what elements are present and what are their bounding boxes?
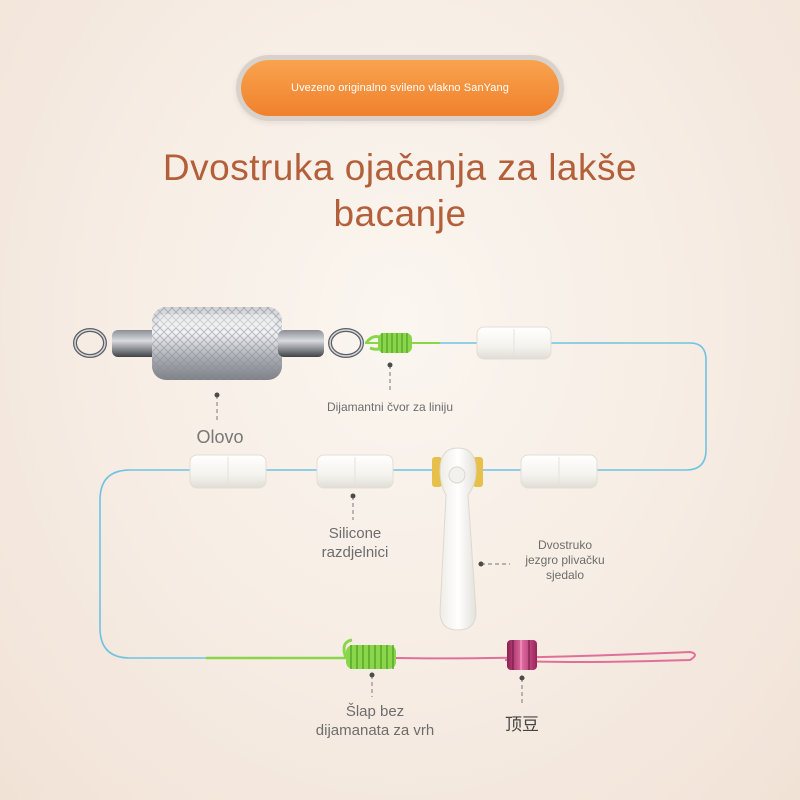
banner-text: Uvezeno originalno svileno vlakno SanYan… xyxy=(241,60,559,116)
top-bead xyxy=(507,640,537,670)
swivel-barrel-left xyxy=(112,330,158,357)
label-line-knot: Dijamantni čvor za liniju xyxy=(326,400,454,414)
label-top-bead: 顶豆 xyxy=(505,715,539,734)
label-tip-knot-line-2: dijamanata za vrh xyxy=(315,722,435,739)
page-title: Dvostruka ojačanja za lakše bacanje xyxy=(100,145,700,237)
label-float-seat-line-2: jezgro plivačku xyxy=(525,553,605,567)
label-float-seat: Dvostruko jezgro plivačku sjedalo xyxy=(515,538,615,583)
label-float-seat-line-1: Dvostruko xyxy=(537,538,593,552)
silicone-separator xyxy=(520,454,598,489)
label-sinker: Olovo xyxy=(196,427,244,447)
silicone-separator xyxy=(476,326,552,360)
label-tip-knot: Šlap bez dijamanata za vrh xyxy=(305,702,445,740)
float-seat xyxy=(432,447,483,631)
title-line-1: Dvostruka ojačanja za lakše xyxy=(162,147,638,188)
main-line xyxy=(99,342,707,659)
tip-knot xyxy=(342,638,396,669)
label-separators: Silicone razdjelnici xyxy=(300,524,410,562)
line-knot xyxy=(364,333,412,353)
label-separators-line-2: razdjelnici xyxy=(321,544,389,561)
banner-pill: Uvezeno originalno svileno vlakno SanYan… xyxy=(236,55,564,121)
label-tip-knot-line-1: Šlap bez xyxy=(345,703,405,720)
label-separators-line-1: Silicone xyxy=(328,525,382,542)
swivel-barrel-right xyxy=(278,330,324,357)
title-line-2: bacanje xyxy=(333,193,467,234)
silicone-separator xyxy=(189,454,267,489)
tip-line xyxy=(394,650,696,663)
label-float-seat-line-3: sjedalo xyxy=(545,568,585,582)
silicone-separator xyxy=(316,454,394,489)
